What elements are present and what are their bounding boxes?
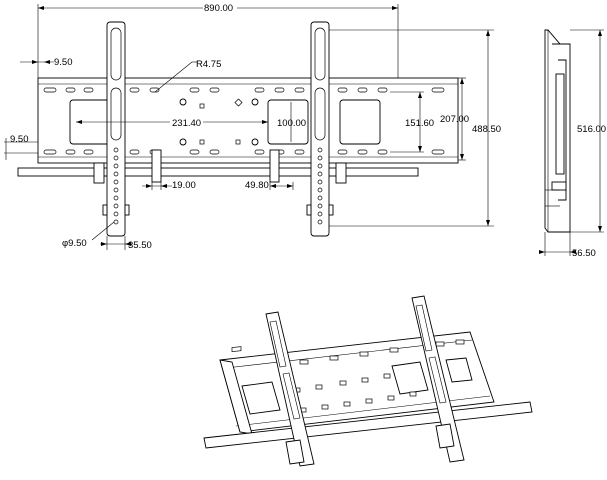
iso-left-arm [265,311,315,467]
dim-plate-height: 207.00 [440,114,469,125]
dim-hole-spacing-h: 231.40 [172,118,201,129]
dim-hole-spacing-v-outer: 151.60 [405,118,434,129]
isometric-view [203,295,533,467]
dim-overall-width: 890.00 [204,3,233,14]
iso-right-arm [411,295,465,463]
right-arm [306,21,334,237]
iso-slots [231,339,465,413]
side-view: 516.00 56.50 [539,29,606,259]
keyhole-holes [179,98,259,146]
bottom-slot-row [43,149,445,155]
tilt-bar [17,167,419,177]
top-slot-row [43,87,445,93]
dim-arm-height: 488.50 [472,124,501,135]
dim-slot-offset: 49.80 [245,180,269,191]
dim-side-height: 516.00 [577,124,606,135]
dim-slot-width: 19.00 [172,180,196,191]
dim-arm-width: 35.50 [128,240,152,251]
dim-left-offset-top: 9.50 [54,57,73,68]
dim-side-depth: 56.50 [572,248,596,259]
front-view: 890.00 9.50 R4.75 231.40 100.00 151.60 2 [4,2,501,251]
dim-left-offset-bottom: 9.50 [10,134,29,145]
left-arm [102,21,130,237]
dim-hole-diameter: φ9.50 [62,238,87,249]
dim-radius: R4.75 [196,59,221,70]
dim-hole-spacing-v-inner: 100.00 [277,118,306,129]
